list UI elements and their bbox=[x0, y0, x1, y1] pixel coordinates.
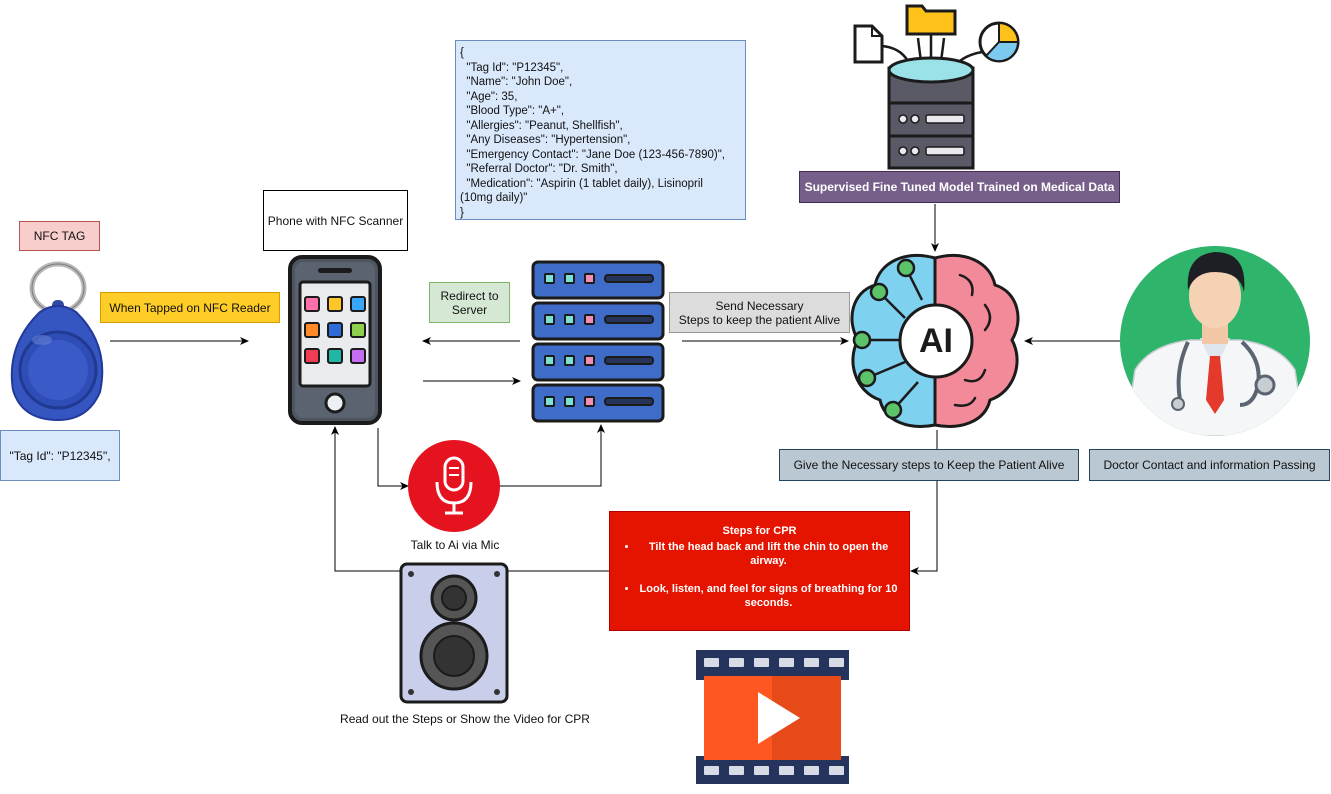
speaker-icon bbox=[399, 562, 509, 704]
video-play-icon bbox=[696, 650, 849, 784]
folder-icon bbox=[905, 4, 957, 36]
tapped-label: When Tapped on NFC Reader bbox=[100, 292, 280, 323]
smartphone-icon bbox=[288, 255, 382, 425]
doctor-label: Doctor Contact and information Passing bbox=[1089, 449, 1330, 481]
tag-id-label: "Tag Id": "P12345", bbox=[0, 430, 120, 481]
cpr-step: Tilt the head back and lift the chin to … bbox=[638, 540, 899, 568]
phone-label: Phone with NFC Scanner bbox=[263, 190, 408, 251]
ai-text: AI bbox=[919, 322, 953, 360]
pie-chart-icon bbox=[978, 21, 1020, 63]
cpr-title: Steps for CPR bbox=[722, 525, 797, 537]
patient-json-box: { "Tag Id": "P12345", "Name": "John Doe"… bbox=[455, 40, 746, 220]
database-icon bbox=[853, 4, 1020, 170]
microphone-icon bbox=[408, 440, 500, 532]
ai-brain-icon bbox=[850, 254, 1020, 428]
arrow-phone-to-mic bbox=[377, 428, 409, 490]
server-rack-icon bbox=[531, 260, 665, 423]
arrow-mic-to-server bbox=[498, 424, 605, 487]
document-icon bbox=[853, 24, 884, 64]
speaker-label: Read out the Steps or Show the Video for… bbox=[340, 712, 590, 726]
doctor-avatar bbox=[1120, 246, 1310, 436]
mic-label: Talk to Ai via Mic bbox=[410, 538, 500, 552]
send-steps-label: Send Necessary Steps to keep the patient… bbox=[669, 292, 850, 333]
nfc-keyfob-icon bbox=[10, 261, 104, 422]
give-steps-label: Give the Necessary steps to Keep the Pat… bbox=[779, 449, 1079, 481]
model-label: Supervised Fine Tuned Model Trained on M… bbox=[799, 171, 1120, 203]
arrow-cpr-to-phone bbox=[331, 426, 609, 572]
cpr-step: Look, listen, and feel for signs of brea… bbox=[638, 582, 899, 610]
redirect-label: Redirect to Server bbox=[429, 282, 510, 323]
cpr-steps-box: Steps for CPR Tilt the head back and lif… bbox=[609, 511, 910, 631]
nfc-tag-label: NFC TAG bbox=[19, 221, 100, 251]
cpr-step-list: Tilt the head back and lift the chin to … bbox=[620, 540, 899, 610]
